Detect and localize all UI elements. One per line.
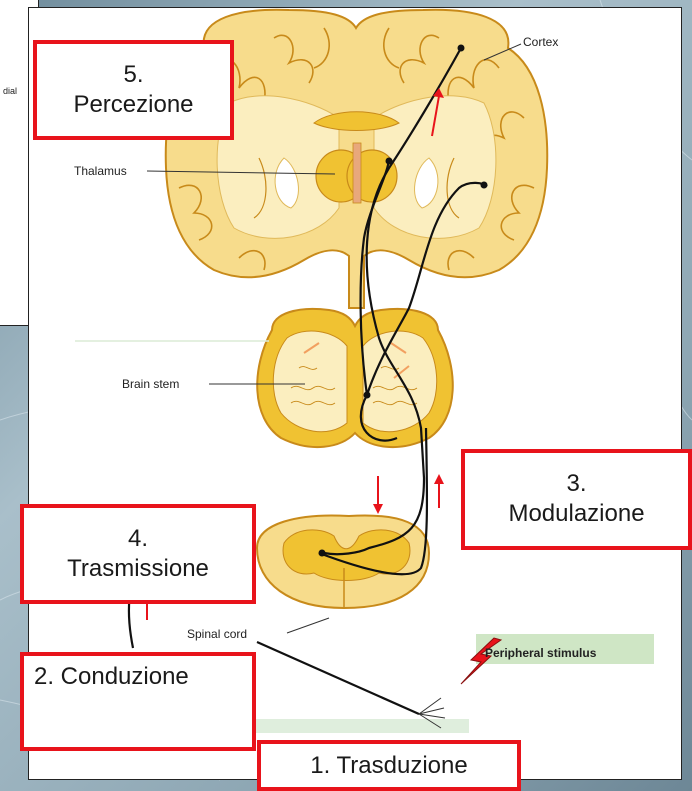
box-modulazione-number: 3.: [465, 469, 688, 499]
label-thalamus: Thalamus: [74, 164, 127, 178]
box-trasduzione-text: 1. Trasduzione: [261, 751, 517, 781]
left-fragment-text: dial: [3, 86, 17, 96]
label-cortex: Cortex: [523, 35, 558, 49]
lightning-bolt-icon: [461, 638, 501, 684]
box-percezione: 5. Percezione: [33, 40, 234, 140]
label-spinal-cord: Spinal cord: [187, 627, 247, 641]
box-percezione-number: 5.: [37, 60, 230, 90]
nerve-ending-icon: [419, 698, 445, 728]
box-trasmissione: 4. Trasmissione: [20, 504, 256, 604]
box-conduzione-text: 2. Conduzione: [34, 662, 252, 692]
brain-stem-section: [257, 309, 453, 447]
box-modulazione-text: Modulazione: [465, 499, 688, 529]
up-arrow-icon: [434, 474, 444, 508]
label-peripheral-stimulus: Peripheral stimulus: [485, 646, 596, 660]
box-trasmissione-text: Trasmissione: [24, 554, 252, 584]
down-arrow-icon: [373, 476, 383, 514]
box-conduzione: 2. Conduzione: [20, 652, 256, 751]
box-trasduzione: 1. Trasduzione: [257, 740, 521, 791]
box-modulazione: 3. Modulazione: [461, 449, 692, 550]
box-trasmissione-number: 4.: [24, 524, 252, 554]
label-brain-stem: Brain stem: [122, 377, 179, 391]
box-percezione-text: Percezione: [37, 90, 230, 120]
